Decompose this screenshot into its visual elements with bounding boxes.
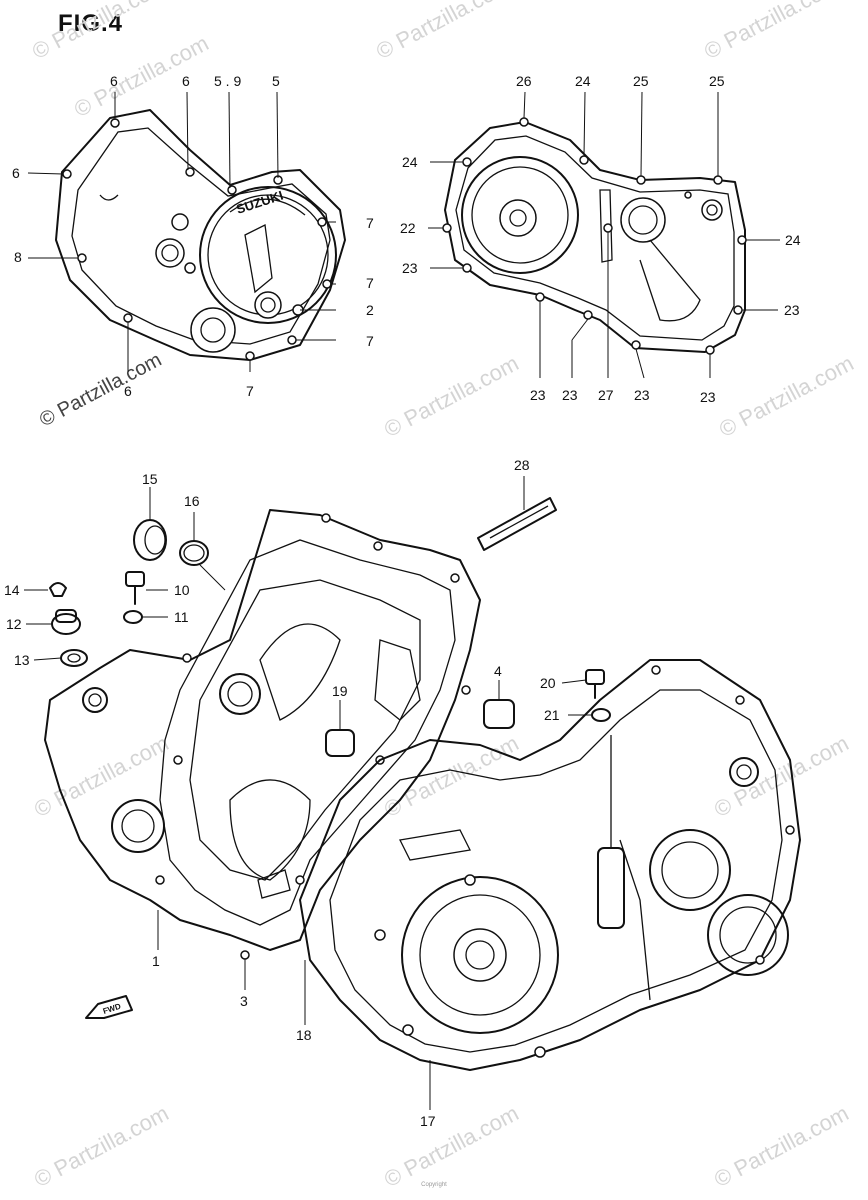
callout-23: 23 xyxy=(700,389,716,405)
callout-24: 24 xyxy=(402,154,418,170)
callout-1: 1 xyxy=(152,953,160,969)
callout-13: 13 xyxy=(14,652,30,668)
callout-26: 26 xyxy=(516,73,532,89)
right-crankcase-half xyxy=(299,659,801,1071)
callout-23: 23 xyxy=(402,260,418,276)
callout-23: 23 xyxy=(784,302,800,318)
callout-16: 16 xyxy=(184,493,200,509)
left-crankcase-cover: SUZUKI xyxy=(55,109,346,361)
callout-24: 24 xyxy=(785,232,801,248)
figure-title: FIG.4 xyxy=(58,10,124,37)
callout-15: 15 xyxy=(142,471,158,487)
callout-25: 25 xyxy=(633,73,649,89)
callout-6: 6 xyxy=(182,73,190,89)
callout-18: 18 xyxy=(296,1027,312,1043)
callout-19: 19 xyxy=(332,683,348,699)
callout-7: 7 xyxy=(246,383,254,399)
callout-27: 27 xyxy=(598,387,614,403)
callout-7: 7 xyxy=(366,333,374,349)
footer-copyright: Copyright xyxy=(421,1182,447,1188)
part-10-bolt xyxy=(125,571,145,605)
callout-7: 7 xyxy=(366,275,374,291)
callout-6: 6 xyxy=(124,383,132,399)
part-15-oil-seal xyxy=(133,519,167,561)
callout-3: 3 xyxy=(240,993,248,1009)
callout-17: 17 xyxy=(420,1113,436,1129)
callout-14: 14 xyxy=(4,582,20,598)
callout-23: 23 xyxy=(530,387,546,403)
part-12-plug xyxy=(51,609,81,635)
callout-8: 8 xyxy=(14,249,22,265)
part-14-cap xyxy=(49,582,67,597)
leader-lines xyxy=(24,91,780,1110)
callout-5-9: 5 . 9 xyxy=(214,73,241,89)
part-20-bolt xyxy=(585,669,605,699)
callout-4: 4 xyxy=(494,663,502,679)
callout-24: 24 xyxy=(575,73,591,89)
callout-10: 10 xyxy=(174,582,190,598)
part-21-washer xyxy=(591,708,611,722)
callout-21: 21 xyxy=(544,707,560,723)
callout-25: 25 xyxy=(709,73,725,89)
callout-6: 6 xyxy=(110,73,118,89)
right-crankcase-cover-gasket xyxy=(442,117,747,355)
part-11-washer xyxy=(123,610,143,624)
callout-23: 23 xyxy=(562,387,578,403)
callout-2: 2 xyxy=(366,302,374,318)
callout-28: 28 xyxy=(514,457,530,473)
callout-23: 23 xyxy=(634,387,650,403)
forward-direction-arrow: FWD xyxy=(85,995,133,1019)
part-4-dowel xyxy=(483,699,515,729)
callout-12: 12 xyxy=(6,616,22,632)
callout-5: 5 xyxy=(272,73,280,89)
part-16-o-ring xyxy=(179,540,209,566)
callout-22: 22 xyxy=(400,220,416,236)
part-13-gasket xyxy=(60,649,88,667)
part-19-dowel xyxy=(325,729,355,757)
callout-20: 20 xyxy=(540,675,556,691)
callout-labels: 6 6 5 . 9 5 6 7 8 7 2 7 6 7 26 24 25 25 … xyxy=(4,73,801,1129)
part-28-strip xyxy=(477,497,557,551)
callout-11: 11 xyxy=(174,609,189,625)
callout-6: 6 xyxy=(12,165,20,181)
left-crankcase-half xyxy=(44,509,481,960)
callout-7: 7 xyxy=(366,215,374,231)
